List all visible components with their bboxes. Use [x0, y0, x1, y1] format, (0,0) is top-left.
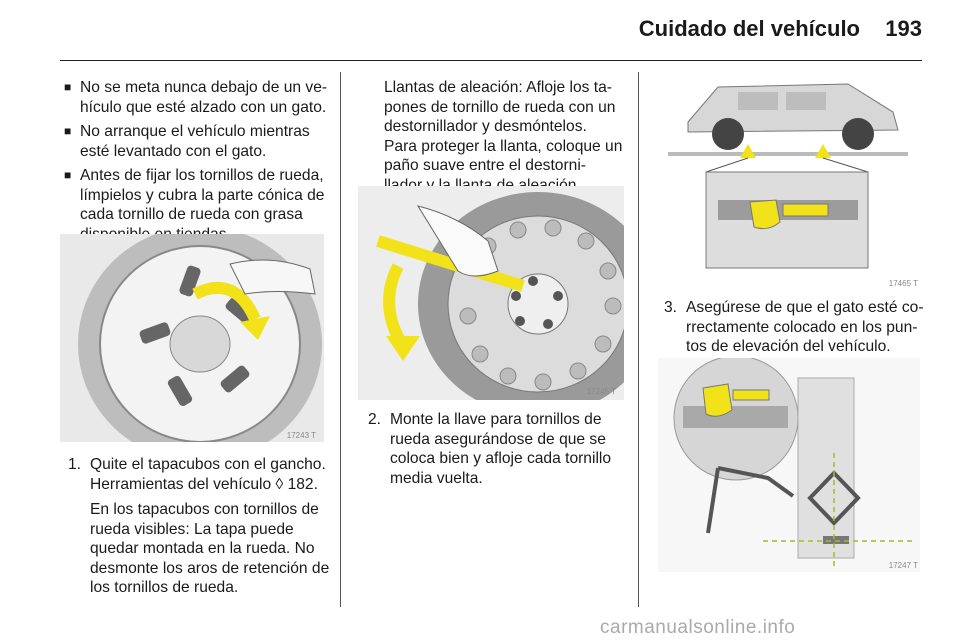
column-divider-1	[340, 72, 341, 607]
figure-number: 17243 T	[286, 431, 316, 440]
step-number: 2.	[368, 411, 382, 428]
hubcap-removal-figure: 17243 T	[60, 234, 324, 442]
bullet-item: ■Antes de fijar los tornillos de rueda, …	[64, 167, 325, 243]
section-title: Cuidado del vehículo	[638, 16, 860, 41]
figure-number: 17245 T	[586, 387, 616, 396]
bullet-square-icon: ■	[64, 168, 72, 182]
column-1: ■No se meta nunca debajo de un ve-hículo…	[62, 78, 328, 249]
step-2: 2. Monte la llave para tornillos de rued…	[368, 410, 624, 488]
car-jack-points-illustration	[658, 72, 920, 290]
step-text: Quite el tapacubos con el gancho. Herram…	[90, 456, 326, 493]
page-number: 193	[885, 16, 922, 41]
car-jack-points-figure: 17465 T	[658, 72, 920, 290]
column-2-intro: Llantas de aleación: Afloje los ta-pones…	[384, 79, 623, 194]
step-number: 3.	[664, 299, 678, 316]
step-number: 1.	[68, 456, 82, 473]
reference-page: 182.	[287, 475, 318, 493]
jack-positioning-figure: 17247 T	[658, 358, 920, 572]
bullet-item: ■No arranque el vehículo mientras esté l…	[64, 123, 310, 160]
reference-icon: ◊	[275, 475, 284, 493]
step-3: 3. Asegúrese de que el gato esté co-rrec…	[664, 298, 928, 357]
column-3-steps: 3. Asegúrese de que el gato esté co-rrec…	[664, 298, 928, 357]
column-divider-2	[638, 72, 639, 607]
header-rule	[60, 60, 922, 61]
bullet-square-icon: ■	[64, 124, 72, 138]
step-1-note: En los tapacubos con tornillos de rueda …	[90, 501, 330, 596]
bullet-square-icon: ■	[64, 80, 72, 94]
column-2-steps: 2. Monte la llave para tornillos de rued…	[368, 410, 624, 488]
figure-number: 17465 T	[888, 279, 918, 288]
column-1-steps: 1. Quite el tapacubos con el gancho. Her…	[68, 455, 330, 598]
watermark: carmanualsonline.info	[600, 617, 796, 638]
step-text: Asegúrese de que el gato esté co-rrectam…	[686, 299, 924, 355]
step-1: 1. Quite el tapacubos con el gancho. Her…	[68, 455, 330, 494]
wheel-wrench-figure: 17245 T	[358, 186, 624, 400]
jack-positioning-illustration	[658, 358, 920, 572]
page-header: Cuidado del vehículo 193	[0, 0, 960, 64]
step-text: Monte la llave para tornillos de rueda a…	[390, 411, 612, 487]
bullet-item: ■No se meta nunca debajo de un ve-hículo…	[64, 79, 328, 116]
hubcap-illustration	[60, 234, 324, 442]
figure-number: 17247 T	[888, 561, 918, 570]
wheel-wrench-illustration	[358, 186, 624, 400]
